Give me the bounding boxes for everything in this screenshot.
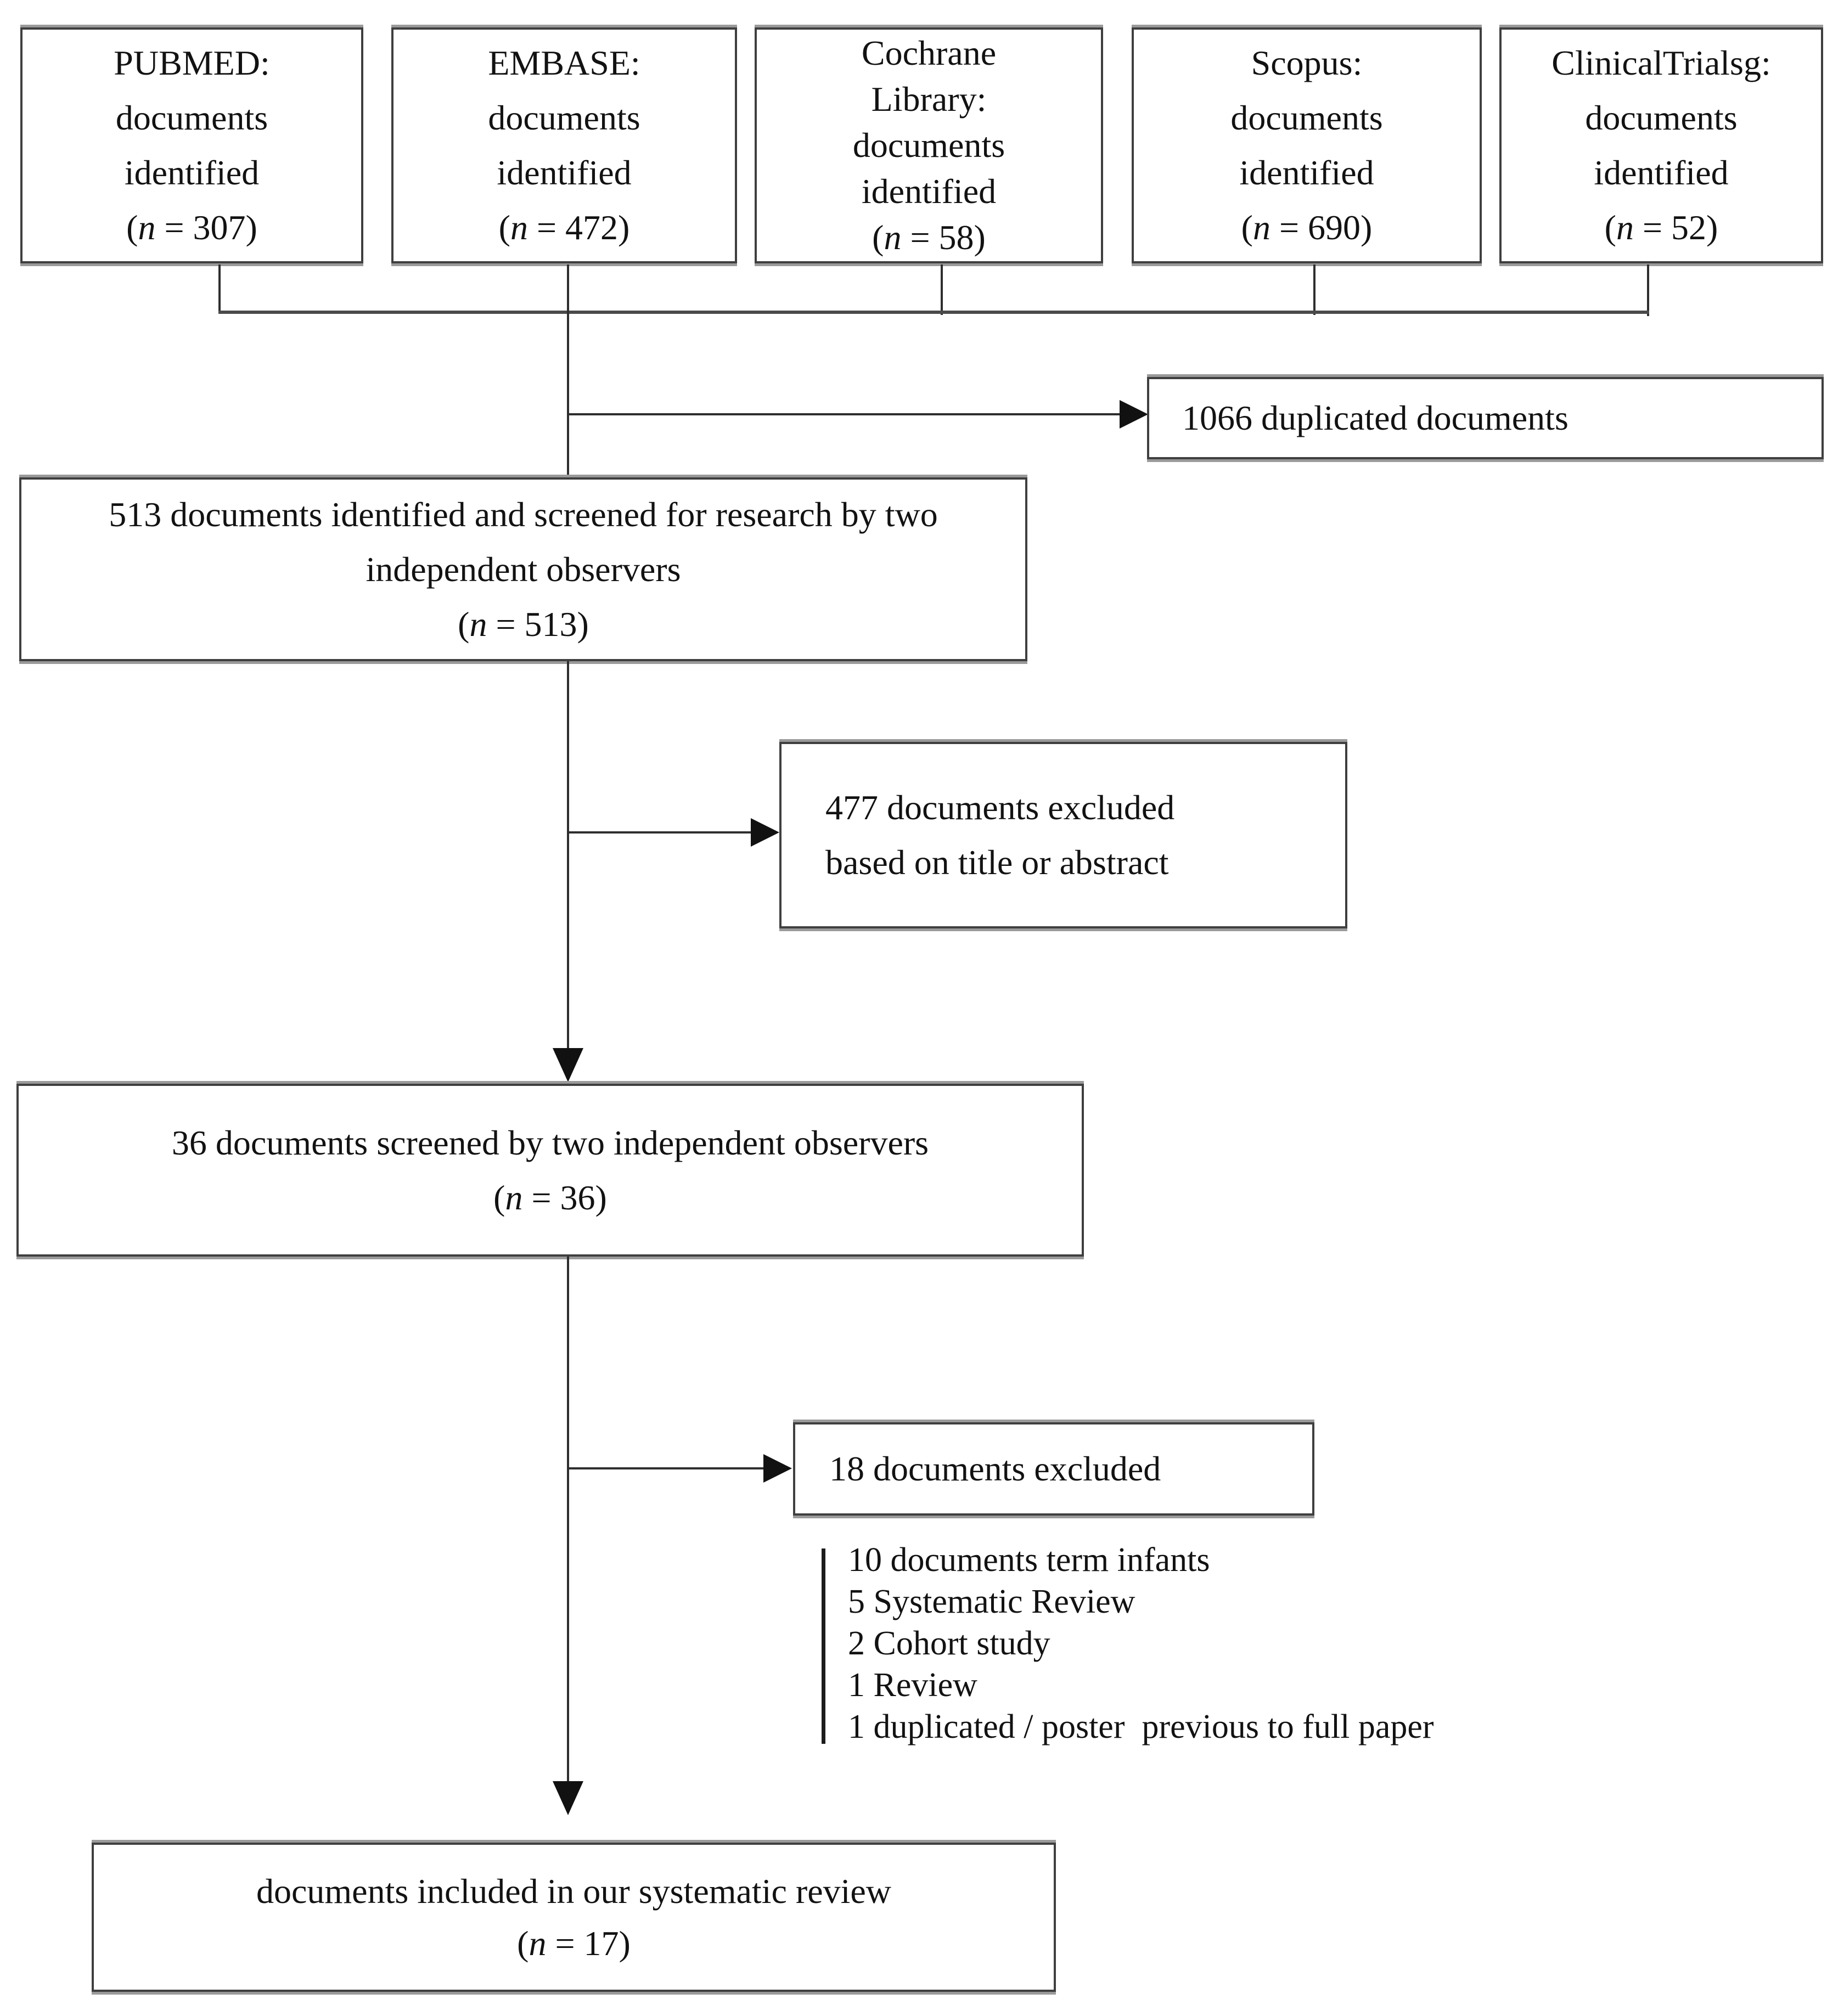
included-box-17: documents included in our systematic rev…	[92, 1843, 1056, 1992]
arrowhead-down-2-icon	[553, 1781, 583, 1815]
arrow-line-to-duplicates	[568, 413, 1120, 415]
identification-box-pubmed: PUBMED: documents identified (n = 307)	[20, 27, 363, 263]
connector-stub-cochrane	[941, 264, 943, 315]
exclusion-reasons-bracket-line	[822, 1548, 825, 1744]
box-text-line: Cochrane	[861, 33, 997, 72]
box-text-line: identified	[1594, 153, 1729, 192]
box-text-line: PUBMED:	[114, 43, 270, 82]
box-text-line: based on title or abstract	[825, 843, 1169, 882]
box-text-line: documents	[1230, 98, 1383, 137]
box-text-line: independent observers	[366, 549, 681, 589]
box-text-line: (n = 58)	[872, 218, 986, 257]
box-text-line: documents	[852, 126, 1005, 165]
identification-box-embase: EMBASE: documents identified (n = 472)	[391, 27, 737, 263]
arrowhead-down-1-icon	[553, 1048, 583, 1082]
observer-screening-box-36: 36 documents screened by two independent…	[16, 1084, 1084, 1257]
identification-box-scopus: Scopus: documents identified (n = 690)	[1132, 27, 1482, 263]
box-text-line: ClinicalTrialsg:	[1551, 43, 1771, 82]
arrowhead-right-excluded-fulltext-icon	[763, 1454, 792, 1483]
main-vertical-line-2	[567, 661, 569, 1049]
duplicates-box: 1066 duplicated documents	[1147, 377, 1824, 459]
box-text-line: 477 documents excluded	[825, 788, 1175, 827]
arrowhead-right-duplicates-icon	[1120, 400, 1148, 429]
collector-line	[218, 311, 1649, 314]
excluded-fulltext-box: 18 documents excluded	[793, 1422, 1314, 1516]
box-text-line: 18 documents excluded	[829, 1449, 1161, 1488]
main-vertical-line-1	[567, 264, 569, 478]
box-text-line: (n = 513)	[458, 604, 589, 644]
box-text-line: identified	[124, 153, 260, 192]
box-text-line: 513 documents identified and screened fo…	[109, 494, 938, 534]
box-text-line: 36 documents screened by two independent…	[171, 1123, 929, 1162]
exclusion-reason-item: 2 Cohort study	[848, 1625, 1050, 1662]
exclusion-reasons-list: 10 documents term infants 5 Systematic Re…	[848, 1539, 1792, 1748]
box-text-line: 1066 duplicated documents	[1182, 398, 1568, 437]
arrowhead-right-excluded-title-icon	[751, 818, 779, 847]
box-text-line: EMBASE:	[488, 43, 640, 82]
box-text-line: (n = 17)	[517, 1924, 631, 1963]
box-text-line: (n = 52)	[1604, 208, 1718, 247]
box-text-line: (n = 472)	[498, 208, 630, 247]
box-text-line: (n = 690)	[1241, 208, 1373, 247]
main-vertical-line-3	[567, 1257, 569, 1782]
exclusion-reason-item: 1 Review	[848, 1666, 977, 1704]
screening-box-513: 513 documents identified and screened fo…	[19, 477, 1027, 661]
box-text-line: Scopus:	[1251, 43, 1363, 82]
box-text-line: documents	[1585, 98, 1738, 137]
exclusion-reason-item: 10 documents term infants	[848, 1541, 1210, 1579]
box-text-line: documents included in our systematic rev…	[256, 1872, 892, 1911]
box-text-line: (n = 36)	[493, 1178, 607, 1217]
box-text-line: Library:	[871, 80, 987, 119]
box-text-line: documents	[115, 98, 268, 137]
arrow-line-to-excluded-fulltext	[568, 1467, 764, 1469]
box-text-line: documents	[488, 98, 640, 137]
box-text-line: identified	[861, 172, 997, 211]
exclusion-reason-item: 1 duplicated / poster previous to full p…	[848, 1708, 1434, 1745]
box-text-line: (n = 307)	[126, 208, 257, 247]
exclusion-reason-item: 5 Systematic Review	[848, 1583, 1135, 1620]
box-text-line: identified	[497, 153, 632, 192]
arrow-line-to-excluded-title	[568, 831, 752, 834]
excluded-title-abstract-box: 477 documents excluded based on title or …	[779, 742, 1347, 928]
connector-stub-scopus	[1313, 264, 1315, 315]
box-text-line: identified	[1239, 153, 1374, 192]
connector-stub-pubmed	[218, 264, 221, 313]
connector-stub-clinicaltrials	[1647, 264, 1649, 316]
identification-box-clinicaltrials: ClinicalTrialsg: documents identified (n = …	[1499, 27, 1823, 263]
